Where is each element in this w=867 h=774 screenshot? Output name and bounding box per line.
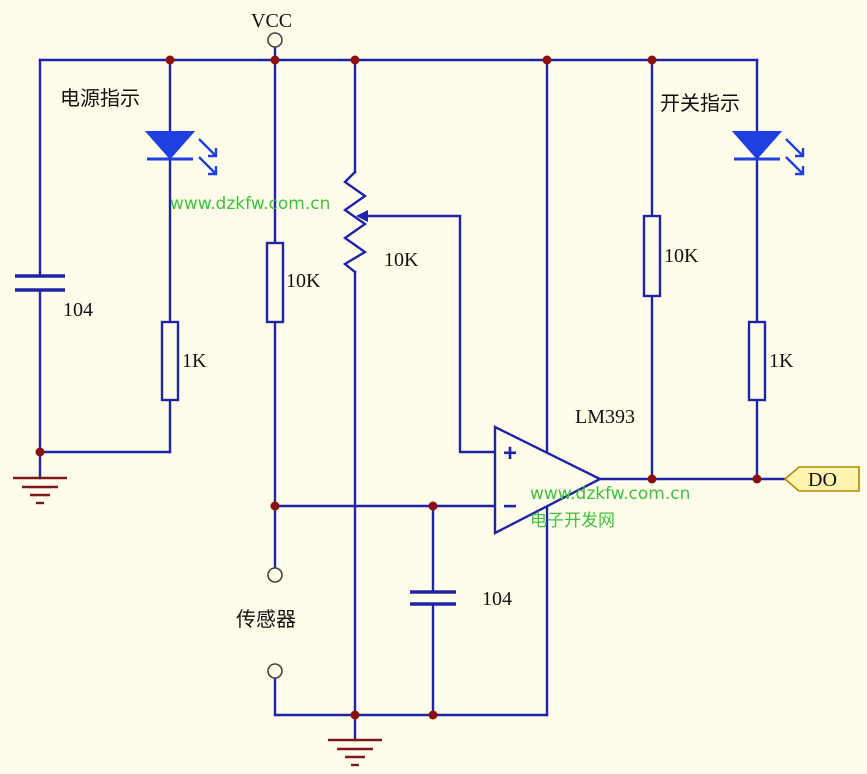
power-indicator-label: 电源指示 [60, 86, 140, 110]
potentiometer [342, 170, 368, 274]
power-led-icon [144, 131, 218, 176]
output-do-tag: DO [783, 466, 860, 492]
ground-bottom-icon [328, 738, 382, 767]
switch-led-icon [731, 131, 805, 176]
plus-sign: + [503, 440, 517, 467]
res-sensor-value: 10K [286, 270, 321, 292]
minus-sign: − [503, 493, 517, 520]
res-pullup-value: 10K [664, 245, 699, 267]
capacitor-bottom [410, 590, 456, 606]
cap-left-value: 104 [63, 299, 93, 321]
junction-dots [35, 55, 762, 720]
switch-indicator-label: 开关指示 [660, 91, 740, 115]
sensor-terminal-bottom [267, 663, 283, 679]
wiper-arrow-icon [356, 210, 368, 222]
resistor-switch-led [747, 320, 767, 402]
sensor-terminal-top [267, 567, 283, 583]
wire-noninverting-input [366, 214, 497, 454]
watermark-top: www.dzkfw.com.cn [170, 194, 330, 214]
res-power-led-value: 1K [182, 350, 207, 372]
watermark-mid: www.dzkfw.com.cn [530, 484, 690, 504]
resistor-power-led [160, 320, 180, 402]
potentiometer-value: 10K [384, 249, 419, 271]
output-label: DO [808, 469, 837, 491]
ground-left-icon [13, 476, 67, 505]
capacitor-left [15, 274, 65, 292]
vcc-label: VCC [251, 10, 292, 32]
sensor-label: 传感器 [236, 607, 296, 631]
comparator-lm393: + − [493, 425, 603, 535]
wires [38, 41, 787, 742]
resistor-pullup [642, 214, 662, 298]
resistor-sensor [265, 241, 285, 324]
vcc-terminal [267, 32, 283, 48]
watermark-mid-cn: 电子开发网 [530, 511, 615, 531]
res-switch-led-value: 1K [769, 350, 794, 372]
cap-bottom-value: 104 [482, 588, 512, 610]
comparator-label: LM393 [575, 406, 635, 428]
